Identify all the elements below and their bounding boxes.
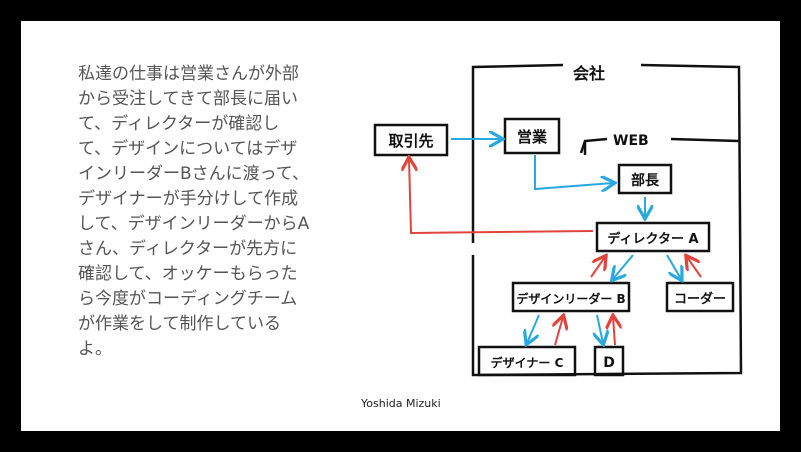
node-d: D <box>593 345 625 377</box>
blue-arrows <box>451 139 681 343</box>
node-coder: コーダー <box>665 281 735 313</box>
node-design-leader: デザインリーダー B <box>511 281 631 313</box>
svg-text:ディレクター A: ディレクター A <box>607 231 698 247</box>
node-client: 取引先 <box>373 123 449 157</box>
node-director: ディレクター A <box>595 221 711 253</box>
company-label: 会社 <box>573 64 605 83</box>
svg-text:取引先: 取引先 <box>388 132 433 150</box>
org-diagram: 会社 WEB 取引先 営業 部長 ディレクター A <box>373 63 743 377</box>
svg-text:営業: 営業 <box>517 128 548 146</box>
node-designer-c: デザイナー C <box>477 345 577 377</box>
svg-text:デザインリーダー B: デザインリーダー B <box>516 291 625 306</box>
red-arrows <box>409 159 702 346</box>
web-label: WEB <box>613 133 649 149</box>
node-manager: 部長 <box>617 163 673 195</box>
node-sales: 営業 <box>503 117 561 155</box>
svg-text:D: D <box>603 355 615 371</box>
description-text: 私達の仕事は営業さんが外部 から受注してきて部長に届い て、ディレクターが確認し… <box>78 64 310 359</box>
web-frame: WEB <box>579 133 740 155</box>
caption: Yoshida Mizuki <box>361 397 441 410</box>
svg-text:デザイナー C: デザイナー C <box>491 355 564 370</box>
slide: 私達の仕事は営業さんが外部 から受注してきて部長に届い て、ディレクターが確認し… <box>21 21 780 431</box>
company-frame: 会社 <box>471 63 743 377</box>
svg-text:部長: 部長 <box>631 172 660 189</box>
svg-text:コーダー: コーダー <box>674 291 726 307</box>
